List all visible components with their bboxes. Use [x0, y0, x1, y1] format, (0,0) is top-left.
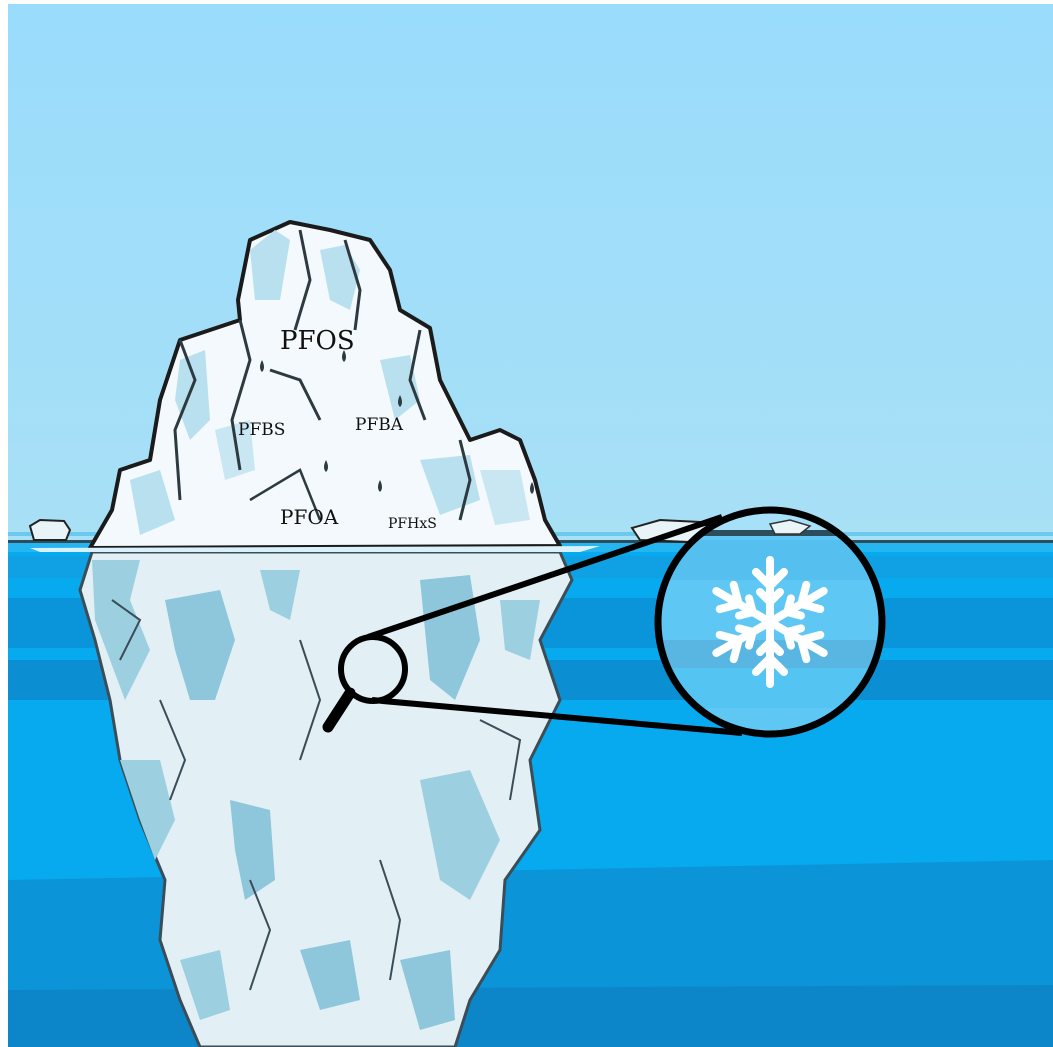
label-pfbs: PFBS	[238, 420, 285, 440]
label-pfhxs: PFHxS	[388, 516, 437, 532]
label-pfos: PFOS	[280, 326, 355, 356]
label-pfba: PFBA	[355, 415, 404, 435]
label-pfoa: PFOA	[280, 505, 339, 529]
